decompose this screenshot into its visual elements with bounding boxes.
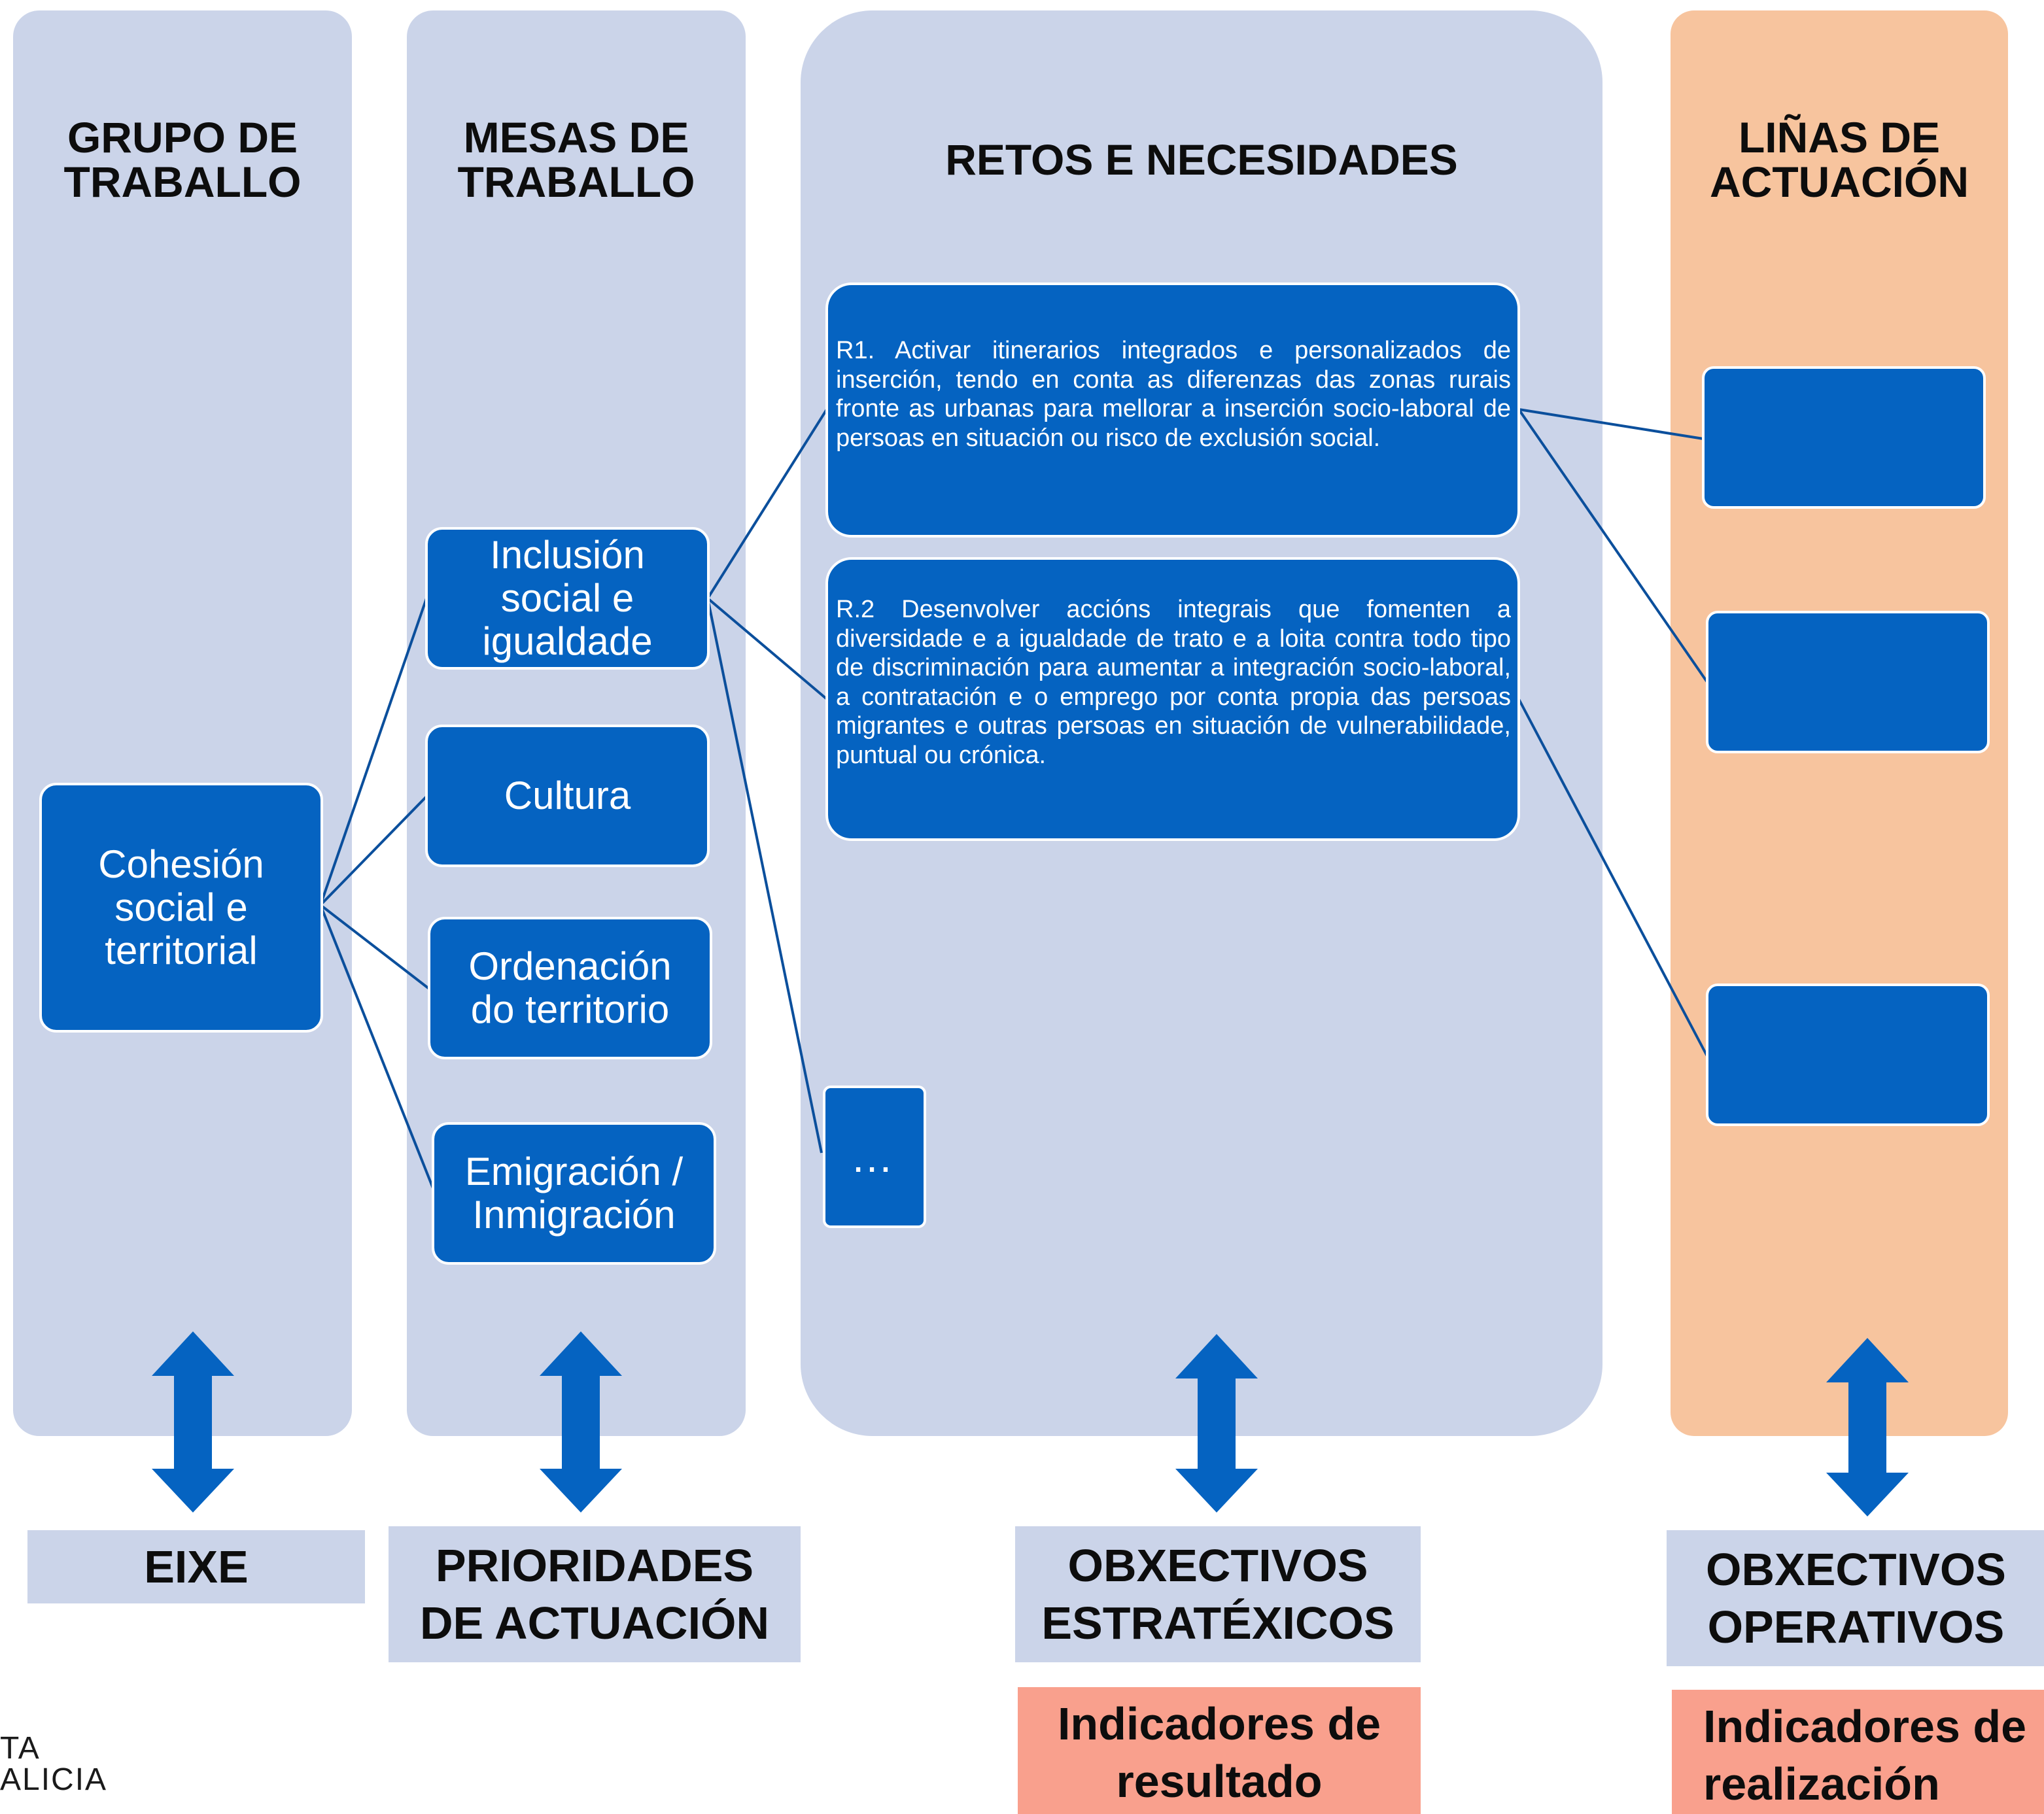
table-box-ordenacion: Ordenación do territorio: [428, 917, 712, 1059]
action-line-box-1: [1702, 366, 1986, 509]
column-grupo-de-traballo: GRUPO DE TRABALLO: [13, 10, 352, 1436]
action-line-box-3: [1706, 984, 1990, 1126]
column-title-mesas: MESAS DE TRABALLO: [457, 113, 695, 206]
double-arrow-operativos: [1826, 1338, 1909, 1516]
connector-axis-emigracion: [319, 904, 434, 1189]
table-box-emigracion: Emigración / Inmigración: [432, 1122, 716, 1265]
connector-r1-line1: [1518, 408, 1704, 440]
challenge-box-more: …: [823, 1086, 926, 1228]
challenge-text-r2: R.2 Desenvolver accións integrais que fo…: [836, 596, 1511, 769]
axis-box-label: Cohesión social e territorial: [98, 842, 264, 972]
challenge-text-r1: R1. Activar itinerarios integrados e per…: [836, 337, 1511, 452]
axis-box-cohesion: Cohesión social e territorial: [39, 783, 323, 1033]
action-line-box-2: [1706, 611, 1990, 753]
connector-inclusion-more: [706, 598, 823, 1154]
connector-axis-ordenacion: [319, 904, 430, 990]
table-label-ordenacion: Ordenación do territorio: [468, 944, 672, 1031]
label-eixe: EIXE: [27, 1530, 365, 1603]
double-arrow-estratexicos: [1175, 1334, 1258, 1513]
double-arrow-eixe: [152, 1331, 234, 1513]
connector-inclusion-r1: [706, 408, 828, 600]
connector-axis-inclusion: [319, 598, 428, 906]
table-box-inclusion: Inclusión social e igualdade: [425, 527, 710, 670]
column-title-linas: LIÑAS DE ACTUACIÓN: [1710, 113, 1969, 206]
indicator-resultado: Indicadores de resultado: [1018, 1687, 1421, 1814]
challenge-box-r2: R.2 Desenvolver accións integrais que fo…: [825, 557, 1520, 841]
connector-inclusion-r2: [706, 597, 828, 700]
table-label-emigracion: Emigración / Inmigración: [464, 1150, 684, 1237]
table-label-cultura: Cultura: [504, 774, 631, 817]
label-estratexicos: OBXECTIVOS ESTRATÉXICOS: [1015, 1526, 1421, 1662]
xunta-logo-text: TA ALICIA: [0, 1731, 108, 1797]
label-prioridades: PRIORIDADES DE ACTUACIÓN: [389, 1526, 801, 1662]
label-operativos: OBXECTIVOS OPERATIVOS: [1667, 1530, 2044, 1666]
connector-axis-cultura: [319, 795, 428, 906]
indicator-realizacion: Indicadores de realización: [1672, 1690, 2044, 1814]
column-title-grupo: GRUPO DE TRABALLO: [63, 113, 302, 206]
challenge-box-r1: R1. Activar itinerarios integrados e per…: [825, 282, 1520, 538]
column-title-retos: RETOS E NECESIDADES: [945, 135, 1458, 184]
challenge-more-label: …: [850, 1133, 899, 1181]
connector-r1-line2: [1517, 408, 1708, 683]
double-arrow-prioridades: [540, 1331, 622, 1513]
connector-r2-line3: [1517, 698, 1708, 1057]
table-box-cultura: Cultura: [425, 725, 710, 867]
table-label-inclusion: Inclusión social e igualdade: [482, 533, 653, 663]
